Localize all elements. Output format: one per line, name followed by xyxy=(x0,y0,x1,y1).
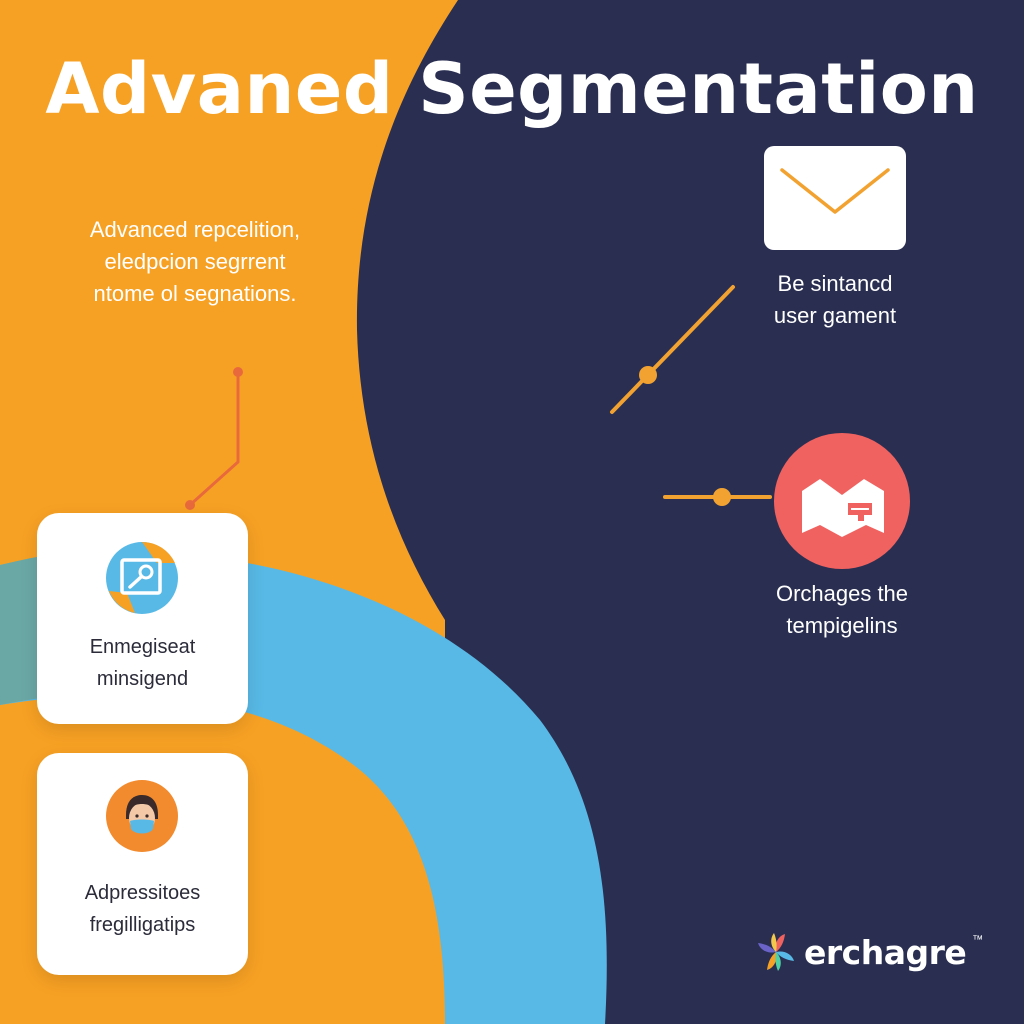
card-label-line: Adpressitoes xyxy=(84,882,201,904)
intro-line: eledpcion segrrent xyxy=(104,248,286,274)
card-label-line: fregilligatips xyxy=(89,914,196,936)
feature-line: user gament xyxy=(773,302,897,328)
card-label: Enmegiseat minsigend xyxy=(37,631,248,695)
brand-name: erchagre xyxy=(804,932,967,972)
book-icon xyxy=(802,479,884,537)
feature-line: tempigelins xyxy=(786,612,898,638)
feature-text-book: Orchages the tempigelins xyxy=(752,578,932,642)
feature-card-image-search: Enmegiseat minsigend xyxy=(37,513,248,724)
feature-text-mail: Be sintancd user gament xyxy=(750,268,920,332)
intro-text: Advanced repcelition, eledpcion segrrent… xyxy=(40,214,350,310)
card-label: Adpressitoes fregilligatips xyxy=(37,877,248,941)
image-search-icon xyxy=(106,541,178,614)
pinwheel-logo-icon xyxy=(758,933,794,971)
card-label-line: minsigend xyxy=(96,668,189,690)
book-badge xyxy=(774,433,910,569)
intro-line: ntome ol segnations. xyxy=(93,280,297,306)
page-title: Advaned Segmentation xyxy=(45,48,979,130)
trademark-mark: ™ xyxy=(972,934,984,946)
feature-line: Be sintancd xyxy=(777,271,893,296)
feature-card-person: Adpressitoes fregilligatips xyxy=(37,753,248,975)
mail-tile xyxy=(764,146,906,250)
person-avatar-icon xyxy=(106,780,178,852)
card-label-line: Enmegiseat xyxy=(89,636,196,658)
brand-logo-lockup: erchagre ™ xyxy=(754,930,983,974)
feature-line: Orchages the xyxy=(775,581,909,606)
mail-icon xyxy=(780,168,890,214)
intro-line: Advanced repcelition, xyxy=(89,217,301,242)
